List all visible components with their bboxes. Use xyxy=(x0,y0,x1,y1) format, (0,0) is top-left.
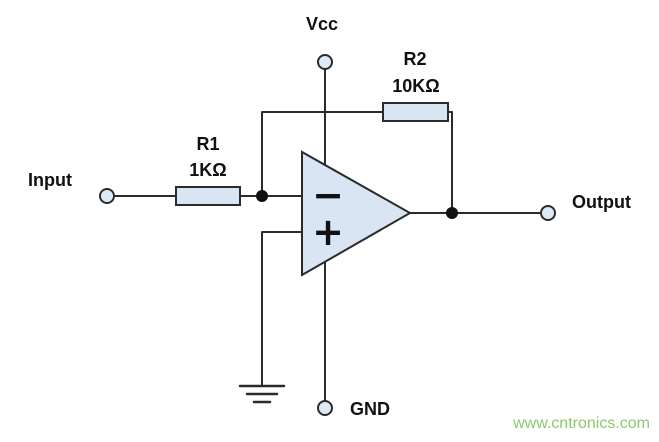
feedback-wire-right xyxy=(447,111,453,214)
gnd-label: GND xyxy=(350,399,390,419)
vcc-label: Vcc xyxy=(306,14,338,34)
output-label: Output xyxy=(572,192,631,212)
watermark-text: www.cntronics.com xyxy=(512,415,650,432)
resistor-r2 xyxy=(382,102,449,122)
ground-symbol xyxy=(238,384,286,404)
r2-name-label: R2 xyxy=(403,49,426,69)
opamp-triangle xyxy=(301,150,413,277)
terminal-output xyxy=(540,205,556,221)
terminal-input xyxy=(99,188,115,204)
r2-value-label: 10KΩ xyxy=(392,76,439,96)
resistor-r1 xyxy=(175,186,241,206)
r1-name-label: R1 xyxy=(196,134,219,154)
terminal-vcc xyxy=(317,54,333,70)
r1-value-label: 1KΩ xyxy=(189,160,226,180)
junction-dot-inverting-node xyxy=(256,190,268,202)
terminal-gnd xyxy=(317,400,333,416)
input-label: Input xyxy=(28,170,72,190)
opamp-noninverting-sign: + xyxy=(312,210,344,254)
feedback-wire-left xyxy=(261,111,384,197)
junction-dot-output-node xyxy=(446,207,458,219)
opamp-inverting-sign: − xyxy=(312,173,344,217)
noninverting-input-wire xyxy=(261,231,303,387)
